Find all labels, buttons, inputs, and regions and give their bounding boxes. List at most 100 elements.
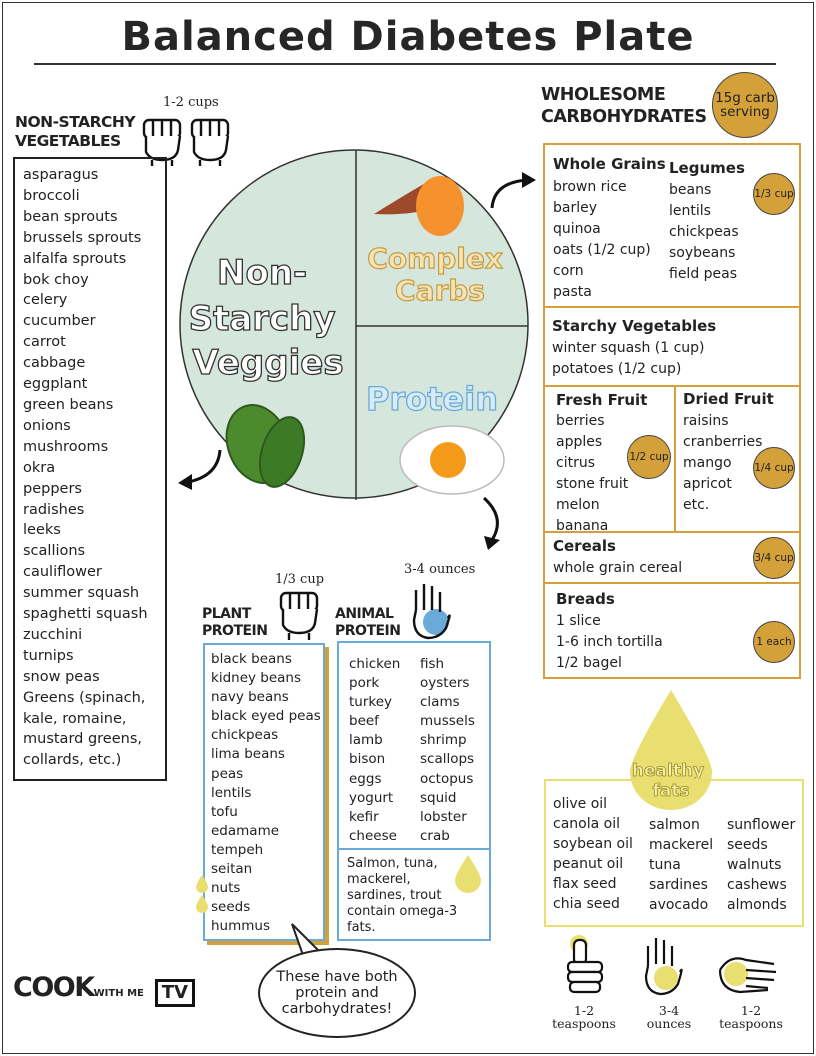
list-item: canola oil bbox=[553, 816, 620, 832]
list-item: yogurt bbox=[349, 789, 394, 806]
list-item: clams bbox=[420, 694, 460, 711]
list-item: onions bbox=[23, 417, 71, 434]
thumb-icon bbox=[566, 935, 604, 994]
list-item: zucchini bbox=[23, 626, 83, 643]
title-divider bbox=[34, 63, 776, 65]
list-item: black eyed peas bbox=[211, 708, 321, 725]
list-item: lentils bbox=[669, 203, 711, 219]
list-item: salmon bbox=[649, 817, 700, 833]
plant-protein-heading: PLANT PROTEIN bbox=[202, 606, 268, 640]
list-item: tofu bbox=[211, 803, 238, 820]
list-item: turnips bbox=[23, 647, 74, 664]
list-item: melon bbox=[556, 497, 600, 513]
list-item: hummus bbox=[211, 918, 271, 935]
egg-icon bbox=[399, 425, 505, 495]
list-item: seeds bbox=[211, 899, 251, 916]
list-item: sunflower bbox=[727, 817, 796, 833]
two-fists-icon bbox=[142, 118, 230, 166]
list-item: lima beans bbox=[211, 746, 285, 763]
list-item: lamb bbox=[349, 732, 383, 749]
list-item: winter squash (1 cup) bbox=[552, 340, 705, 356]
list-item: alfalfa sprouts bbox=[23, 250, 127, 267]
list-item: mackerel, bbox=[347, 872, 411, 887]
plant-protein-heading-line2: PROTEIN bbox=[202, 623, 268, 639]
list-item: oats (1/2 cup) bbox=[553, 242, 651, 258]
footer-portion-2-amount: 3-4 bbox=[658, 1003, 680, 1018]
list-item: sardines bbox=[649, 877, 708, 893]
carbs-heading-line1: WHOLESOME bbox=[541, 85, 666, 105]
list-item: radishes bbox=[23, 501, 85, 518]
footer-portion-3-amount: 1-2 bbox=[740, 1003, 762, 1018]
list-item: chickpeas bbox=[669, 224, 739, 240]
palm-icon bbox=[412, 584, 451, 640]
list-item: 1-6 inch tortilla bbox=[556, 634, 663, 650]
list-item: bean sprouts bbox=[23, 208, 118, 225]
logo-main-text: COOK bbox=[13, 972, 95, 1003]
list-item: asparagus bbox=[23, 167, 99, 183]
list-item: tuna bbox=[649, 857, 681, 873]
list-item: apples bbox=[556, 434, 603, 450]
list-item: soybean oil bbox=[553, 836, 633, 852]
carbs-heading-line2: CARBOHYDRATES bbox=[541, 107, 707, 127]
fingertip-icon bbox=[718, 957, 777, 994]
list-item: collards, etc.) bbox=[23, 752, 122, 769]
list-item: quinoa bbox=[553, 221, 601, 237]
breads-title: Breads bbox=[556, 590, 615, 608]
vegetables-heading-line2: VEGETABLES bbox=[15, 132, 121, 150]
bubble-line3: carbohydrates! bbox=[281, 1001, 393, 1017]
brand-logo: COOKWITH ME TV bbox=[13, 972, 195, 1007]
divider bbox=[674, 385, 676, 531]
whole-grains-title: Whole Grains bbox=[553, 155, 666, 173]
fresh-fruit-serving-badge: 1/2 cup bbox=[627, 435, 671, 479]
list-item: cabbage bbox=[23, 355, 86, 372]
breads-serving-badge: 1 each bbox=[753, 621, 795, 663]
list-item: olive oil bbox=[553, 796, 608, 812]
list-item: kidney beans bbox=[211, 670, 302, 687]
list-item: beans bbox=[669, 182, 712, 198]
vegetables-heading: NON-STARCHY VEGETABLES bbox=[15, 113, 136, 151]
footer-portion-1-amount: 1-2 bbox=[573, 1003, 595, 1018]
list-item: soybeans bbox=[669, 245, 736, 261]
divider bbox=[545, 306, 799, 308]
carb-badge-line1: 15g carb bbox=[715, 90, 775, 106]
animal-protein-heading: ANIMAL PROTEIN bbox=[335, 606, 401, 640]
footer-portion-2-unit: ounces bbox=[646, 1016, 692, 1031]
list-item: walnuts bbox=[727, 857, 782, 873]
list-item: seitan bbox=[211, 861, 253, 878]
list-item: navy beans bbox=[211, 689, 289, 706]
list-item: kale, romaine, bbox=[23, 710, 127, 727]
list-item: stone fruit bbox=[556, 476, 629, 492]
list-item: fats. bbox=[347, 920, 376, 935]
cereals-title: Cereals bbox=[553, 537, 616, 555]
fats-label-line1: healthy bbox=[632, 761, 704, 781]
list-item: lobster bbox=[420, 808, 467, 825]
list-item: barley bbox=[553, 200, 598, 216]
svg-text:healthy fats: healthy fats bbox=[632, 761, 710, 801]
list-item: crab bbox=[420, 827, 450, 844]
list-item: mussels bbox=[420, 713, 475, 730]
list-item: peas bbox=[211, 765, 244, 782]
vegetables-heading-line1: NON-STARCHY bbox=[15, 113, 136, 131]
list-item: cranberries bbox=[683, 434, 763, 450]
carbs-label-line1: Complex bbox=[367, 242, 503, 275]
arrow-to-carbs-icon bbox=[490, 172, 536, 209]
list-item: cashews bbox=[727, 877, 787, 893]
footer-portion-1: 1-2 teaspoons bbox=[545, 1004, 623, 1030]
cupped-palm-icon bbox=[644, 938, 683, 996]
carbs-label-line2: Carbs bbox=[395, 274, 485, 307]
footer-portion-1-unit: teaspoons bbox=[552, 1016, 616, 1031]
logo-mid-text: WITH ME bbox=[93, 988, 144, 999]
list-item: corn bbox=[553, 263, 584, 279]
list-item: chicken bbox=[349, 656, 401, 672]
list-item: eggs bbox=[349, 770, 382, 787]
fist-icon bbox=[279, 591, 319, 640]
list-item: citrus bbox=[556, 455, 595, 471]
